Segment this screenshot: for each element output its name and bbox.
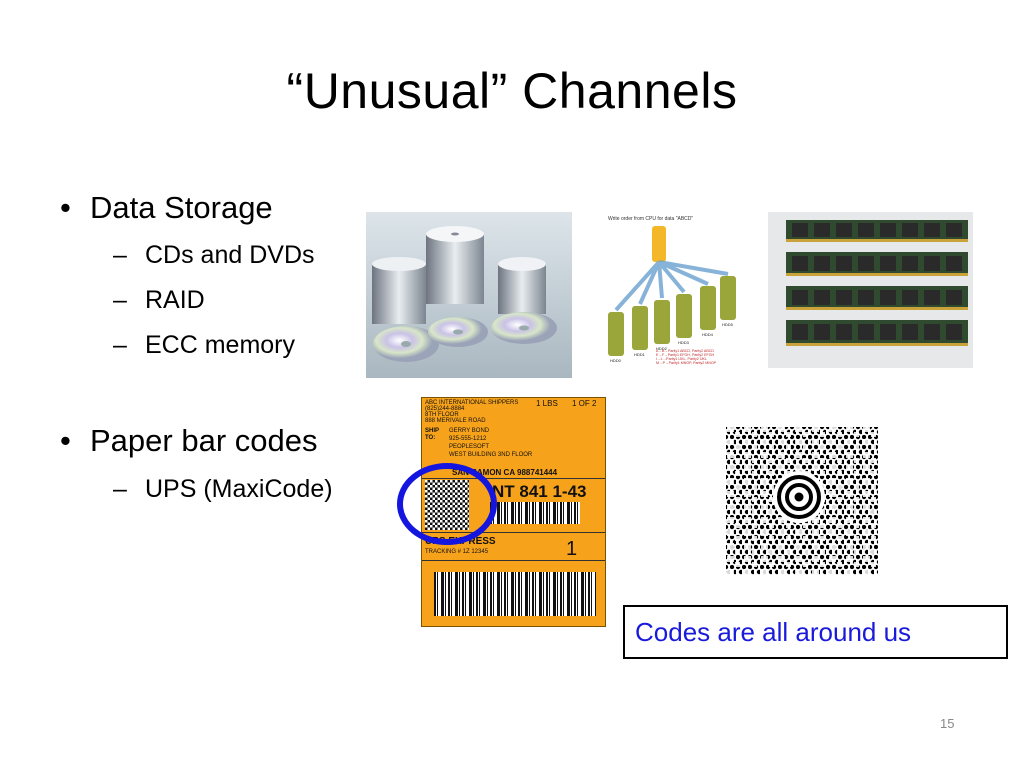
city-line: SAN RAMON CA 988741444 [452,468,558,477]
bullet-label: Data Storage [90,190,273,225]
disk-label: HDD1 [634,352,646,357]
callout-box: Codes are all around us [623,605,1008,659]
page-number: 15 [940,716,955,731]
page-count: 1 OF 2 [572,399,597,408]
raid-legend-line: E→F→Parity1 EFGH, Parity2 EFGH [656,353,715,357]
maxicode-symbol [425,480,469,530]
recipient-line: 925-555-1212 [449,436,487,442]
raid-legend-line: I→L→Parity1 IJKL, Parity2 IJKL [656,357,707,361]
bullet-data-storage: • Data Storage [60,190,273,226]
dash: – [113,475,127,503]
sub-bullet-ecc: –ECC memory [113,331,295,360]
disk-label: HDD0 [610,358,622,363]
sub-bullet-raid: –RAID [113,286,205,315]
sub-bullet-label: ECC memory [145,331,296,359]
raid-legend-line: A→B→Parity1 ABCD, Parity2 ABCD [656,349,714,353]
ecc-memory-photo [768,212,973,368]
sub-bullet-ups: –UPS (MaxiCode) [113,475,333,504]
cd-dvd-photo [366,212,572,378]
recipient-line: WEST BUILDING 3ND FLOOR [449,452,533,458]
raid-heading: Write order from CPU for data "ABCD" [608,216,693,222]
bullet-dot: • [60,190,71,225]
slide-title: “Unusual” Channels [286,63,738,119]
raid-diagram: Write order from CPU for data "ABCD" HDD… [600,212,744,368]
raid-legend-line: M→P→Parity1 MNOP, Parity2 MNOP [656,361,717,365]
sub-bullet-cds: –CDs and DVDs [113,241,315,270]
tracking-barcode [434,572,596,616]
recipient-line: GERRY BOND [449,428,490,434]
disk-label: HDD2 [656,346,668,351]
route-code: NT 841 1-43 [492,482,587,501]
highlight-circle [397,463,497,545]
shipper-line: 888 MERIVALE ROAD [425,418,486,424]
recipient-line: PEOPLESOFT [449,444,490,450]
shipper-line: ABC INTERNATIONAL SHIPPERS [425,400,519,406]
dash: – [113,241,127,269]
disk-label: HDD5 [722,322,734,327]
sub-bullet-label: RAID [145,286,205,314]
sub-bullet-label: UPS (MaxiCode) [145,475,333,503]
shipper-line: 8TH FLOOR [425,412,459,418]
bullet-dot: • [60,423,71,458]
bullet-label: Paper bar codes [90,423,318,458]
ship-to-label: SHIP TO: [425,428,439,441]
dash: – [113,286,127,314]
routing-barcode [490,502,580,524]
maxicode-closeup [724,425,880,577]
shipper-line: (825)244-8884 [425,406,465,412]
dash: – [113,331,127,359]
weight: 1 LBS [536,399,558,408]
tracking-number: TRACKING # 1Z 12345 [425,549,489,555]
disk-label: HDD4 [702,332,714,337]
sub-bullet-label: CDs and DVDs [145,241,315,269]
ups-shipping-label: ABC INTERNATIONAL SHIPPERS (825)244-8884… [421,397,606,627]
disk-label: HDD3 [678,340,690,345]
service-level: 1 [566,538,578,560]
bullet-paper-bar-codes: • Paper bar codes [60,423,317,459]
